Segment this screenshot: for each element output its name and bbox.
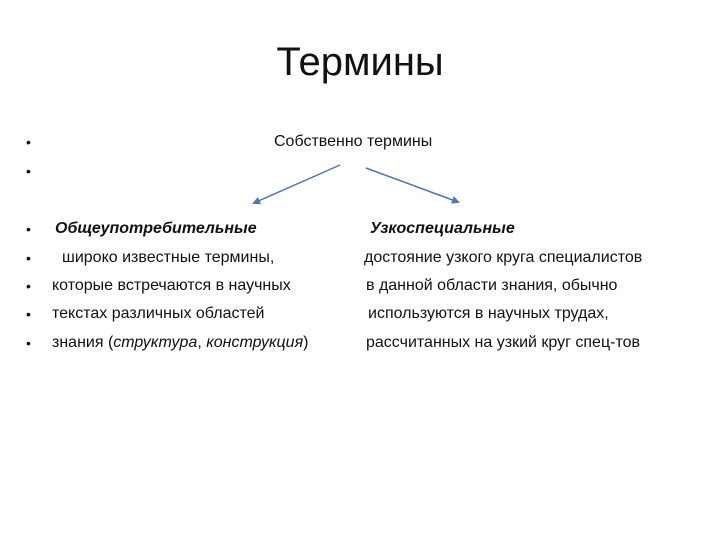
right-line-4: рассчитанных на узкий круг спец-тов bbox=[366, 334, 640, 351]
left-line-4-suffix: ) bbox=[303, 334, 309, 351]
bullet-6: • bbox=[26, 306, 31, 322]
right-heading: Узкоспециальные bbox=[370, 220, 515, 237]
bullet-4: • bbox=[26, 250, 31, 266]
slide-title: Термины bbox=[276, 40, 444, 84]
left-line-3: текстах различных областей bbox=[52, 305, 265, 322]
bullet-5: • bbox=[26, 278, 31, 294]
example-term-2: конструкция bbox=[206, 334, 304, 351]
left-heading: Общеупотребительные bbox=[55, 220, 257, 237]
bullet-3: • bbox=[26, 221, 31, 237]
left-line-4-sep: , bbox=[197, 334, 207, 351]
left-line-1: широко известные термины, bbox=[62, 249, 275, 266]
left-line-4-prefix: знания ( bbox=[52, 334, 114, 351]
arrow-left bbox=[252, 164, 341, 205]
center-heading: Собственно термины bbox=[274, 133, 433, 150]
example-term-1: структура bbox=[113, 334, 198, 351]
right-line-3: используются в научных трудах, bbox=[368, 305, 609, 322]
bullet-1: • bbox=[26, 134, 31, 150]
right-line-2: в данной области знания, обычно bbox=[366, 277, 618, 294]
bullet-7: • bbox=[26, 335, 31, 351]
right-line-1: достояние узкого круга специалистов bbox=[364, 249, 643, 266]
left-line-4: знания (структура, конструкция) bbox=[52, 333, 308, 353]
arrow-right bbox=[365, 167, 460, 204]
left-line-2: которые встречаются в научных bbox=[52, 277, 291, 294]
bullet-2: • bbox=[26, 163, 31, 179]
